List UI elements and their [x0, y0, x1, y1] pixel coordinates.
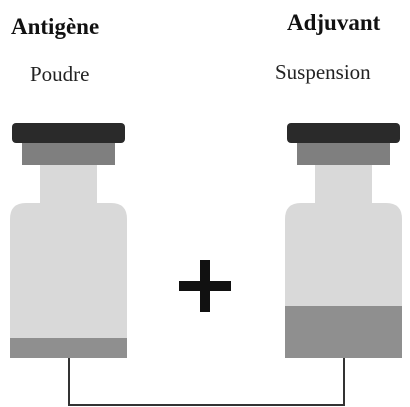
adjuvant-vial-neck	[315, 165, 372, 203]
adjuvant-vial-collar	[297, 143, 390, 165]
antigen-powder-fill	[10, 338, 127, 358]
antigen-vial-cap	[12, 123, 125, 143]
antigen-vial-neck	[40, 165, 97, 203]
antigen-vial-collar	[22, 143, 115, 165]
adjuvant-vial	[285, 123, 402, 358]
connector-bracket	[68, 358, 345, 406]
antigen-title: Antigène	[11, 14, 100, 39]
plus-icon	[179, 260, 231, 312]
antigen-vial	[10, 123, 127, 358]
adjuvant-subtitle: Suspension	[275, 60, 371, 84]
adjuvant-vial-cap	[287, 123, 400, 143]
antigen-vial-body	[10, 203, 127, 358]
antigen-subtitle: Poudre	[30, 62, 90, 86]
adjuvant-title: Adjuvant	[287, 10, 381, 35]
adjuvant-suspension-fill	[285, 306, 402, 358]
